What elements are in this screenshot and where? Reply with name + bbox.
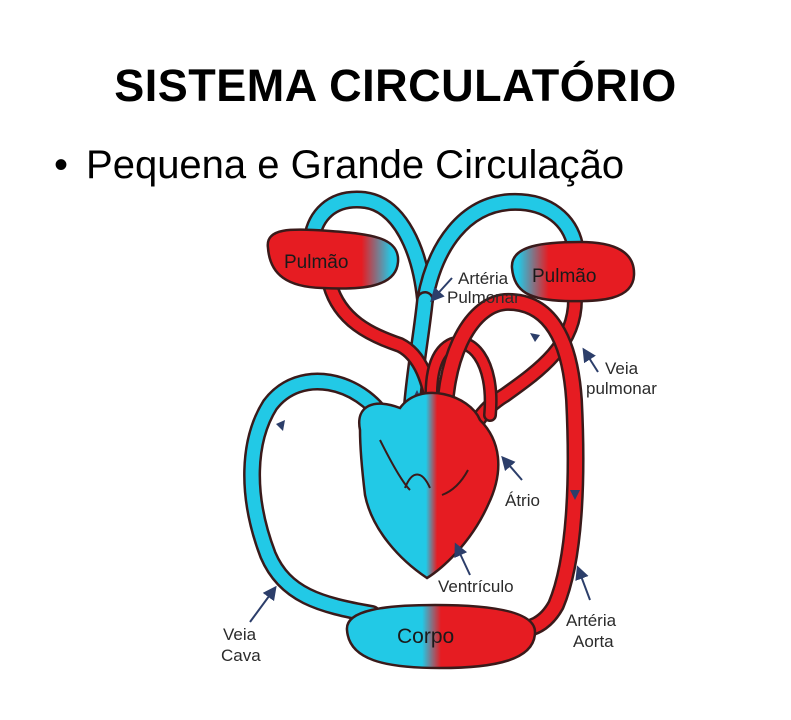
subtitle-text: Pequena e Grande Circulação: [86, 143, 625, 187]
label-pulmonary-vein: Veia pulmonar: [586, 359, 657, 398]
flow-arrow-vena-cava: [276, 420, 285, 431]
arrow-pulmonary-vein: [582, 347, 599, 373]
label-vena-cava: Veia Cava: [221, 625, 261, 665]
label-ventricle: Ventrículo: [438, 577, 514, 596]
body-organ: [345, 603, 537, 670]
arrow-ventricle: [454, 542, 471, 576]
label-atrium: Átrio: [505, 491, 540, 510]
label-pulmonary-vein-line1: Veia: [605, 359, 639, 378]
label-pulmonary-artery-line1: Artéria: [458, 269, 509, 288]
label-pulmonary-artery: Artéria Pulmonar: [447, 269, 520, 307]
label-vena-cava-line1: Veia: [223, 625, 257, 644]
label-pulmonary-artery-line2: Pulmonar: [447, 288, 520, 307]
arrow-aorta: [575, 565, 591, 601]
pointer-arrows: [249, 277, 599, 623]
arrow-pulmonary-artery: [430, 277, 453, 303]
flow-arrow-aorta: [570, 490, 580, 500]
flow-arrow-pulmonary-vein: [530, 333, 540, 342]
label-pulmonary-vein-line2: pulmonar: [586, 379, 657, 398]
label-aorta-line2: Aorta: [573, 632, 614, 651]
lung-right: [510, 240, 636, 303]
subtitle: • Pequena e Grande Circulação: [54, 143, 624, 188]
bullet: •: [54, 143, 69, 187]
heart-valves: [379, 439, 469, 496]
page-title: SISTEMA CIRCULATÓRIO: [114, 60, 677, 111]
arrow-vena-cava: [249, 585, 277, 623]
lung-left: [266, 228, 400, 290]
arrow-atrium: [501, 455, 523, 481]
lung-left-label: Pulmão: [284, 252, 348, 273]
lung-right-label: Pulmão: [532, 266, 596, 287]
label-aorta-line1: Artéria: [566, 611, 617, 630]
label-aorta: Artéria Aorta: [566, 611, 621, 651]
label-vena-cava-line2: Cava: [221, 646, 261, 665]
body-label: Corpo: [397, 625, 454, 648]
